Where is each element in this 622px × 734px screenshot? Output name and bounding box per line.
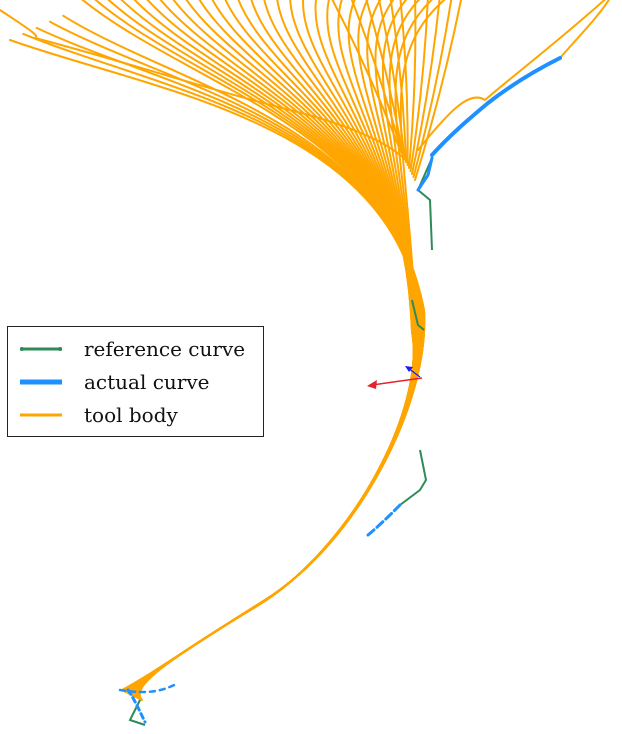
coordinate-frame	[367, 366, 423, 389]
tool-body-curve	[412, 0, 453, 178]
tool-body-curve	[414, 0, 463, 181]
legend: reference curve actual curve tool body	[7, 326, 264, 437]
reference-curve	[128, 157, 433, 726]
frame-x-arrowhead	[367, 380, 377, 389]
tool-body-curve	[559, 0, 610, 59]
reference-segment	[411, 299, 425, 331]
legend-label: tool body	[84, 403, 178, 427]
tool-body-curve	[389, 0, 407, 163]
reference-curve-swatch	[20, 342, 62, 356]
reference-segment	[416, 157, 433, 251]
actual-curve	[118, 56, 562, 724]
legend-item-actual-curve: actual curve	[20, 366, 210, 398]
tool-body-curve	[399, 0, 409, 166]
legend-item-tool-body: tool body	[20, 399, 178, 431]
tool-body-curve	[378, 0, 406, 160]
tool-body-curve	[331, 0, 401, 151]
reference-segment	[399, 449, 428, 506]
frame-x-arrow	[371, 377, 423, 386]
reference-segment	[128, 699, 146, 726]
actual-curve-segment	[118, 681, 180, 694]
tool-body-curve	[408, 0, 417, 169]
tool-body-curve	[0, 9, 38, 39]
legend-label: reference curve	[84, 337, 246, 361]
tool-body-curve	[417, 0, 606, 151]
actual-curve-segment	[430, 56, 562, 157]
actual-curve-segment	[416, 156, 434, 192]
legend-label: actual curve	[84, 370, 210, 394]
actual-curve-segment	[366, 503, 402, 537]
legend-item-reference-curve: reference curve	[20, 333, 245, 365]
tool-body-curve	[34, 37, 411, 166]
tool-body-curve	[365, 0, 404, 157]
frame-y-arrowhead	[405, 366, 413, 372]
actual-curve-swatch	[20, 375, 62, 389]
tool-body-curve	[409, 0, 429, 172]
tool-body-curve	[350, 0, 403, 154]
tool-body-curves	[0, 0, 610, 701]
tool-body-curve	[411, 0, 441, 175]
tool-body-swatch	[20, 408, 62, 422]
